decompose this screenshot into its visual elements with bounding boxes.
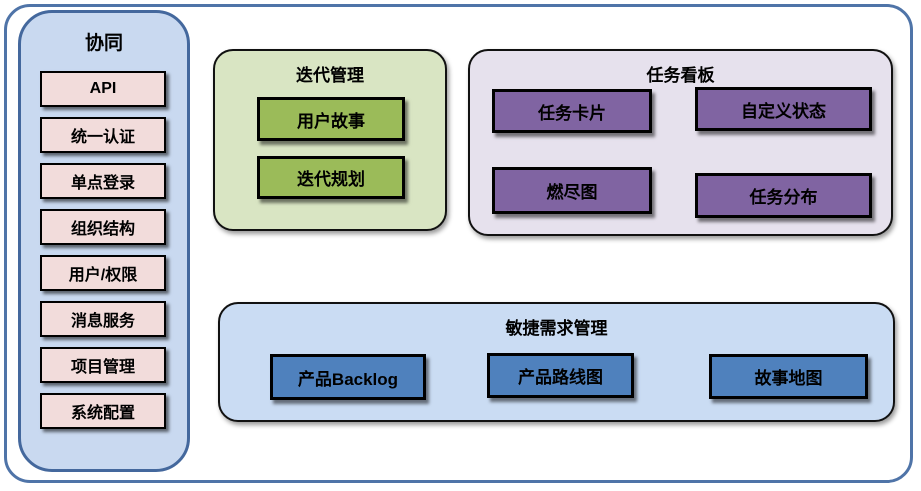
- sidebar-item-user-perms: 用户/权限: [40, 255, 166, 291]
- sidebar-item-sso: 单点登录: [40, 163, 166, 199]
- agile-requirements-panel: 敏捷需求管理 产品Backlog 产品路线图 故事地图: [218, 302, 895, 422]
- box-story-map: 故事地图: [709, 354, 868, 399]
- box-task-distribution: 任务分布: [695, 173, 872, 218]
- iteration-management-panel: 迭代管理 用户故事 迭代规划: [213, 49, 447, 231]
- sidebar-item-project-mgmt: 项目管理: [40, 347, 166, 383]
- task-board-panel: 任务看板 任务卡片 自定义状态 燃尽图 任务分布: [468, 49, 893, 236]
- sidebar-item-sys-config: 系统配置: [40, 393, 166, 429]
- sidebar-item-unified-auth: 统一认证: [40, 117, 166, 153]
- sidebar-title: 协同: [84, 33, 123, 54]
- box-task-card: 任务卡片: [492, 89, 652, 133]
- box-iteration-plan: 迭代规划: [257, 156, 405, 199]
- collaboration-sidebar: 协同 API 统一认证 单点登录 组织结构 用户/权限 消息服务 项目管理 系统…: [18, 10, 190, 472]
- box-custom-status: 自定义状态: [695, 87, 872, 131]
- iteration-panel-title: 迭代管理: [296, 66, 364, 85]
- box-product-backlog: 产品Backlog: [270, 354, 426, 400]
- box-product-roadmap: 产品路线图: [487, 353, 634, 398]
- sidebar-item-message-svc: 消息服务: [40, 301, 166, 337]
- taskboard-panel-title: 任务看板: [646, 66, 715, 85]
- box-user-story: 用户故事: [257, 97, 405, 141]
- agile-panel-title: 敏捷需求管理: [505, 319, 608, 338]
- box-burndown-chart: 燃尽图: [492, 167, 652, 214]
- sidebar-item-api: API: [40, 71, 166, 107]
- sidebar-item-org-structure: 组织结构: [40, 209, 166, 245]
